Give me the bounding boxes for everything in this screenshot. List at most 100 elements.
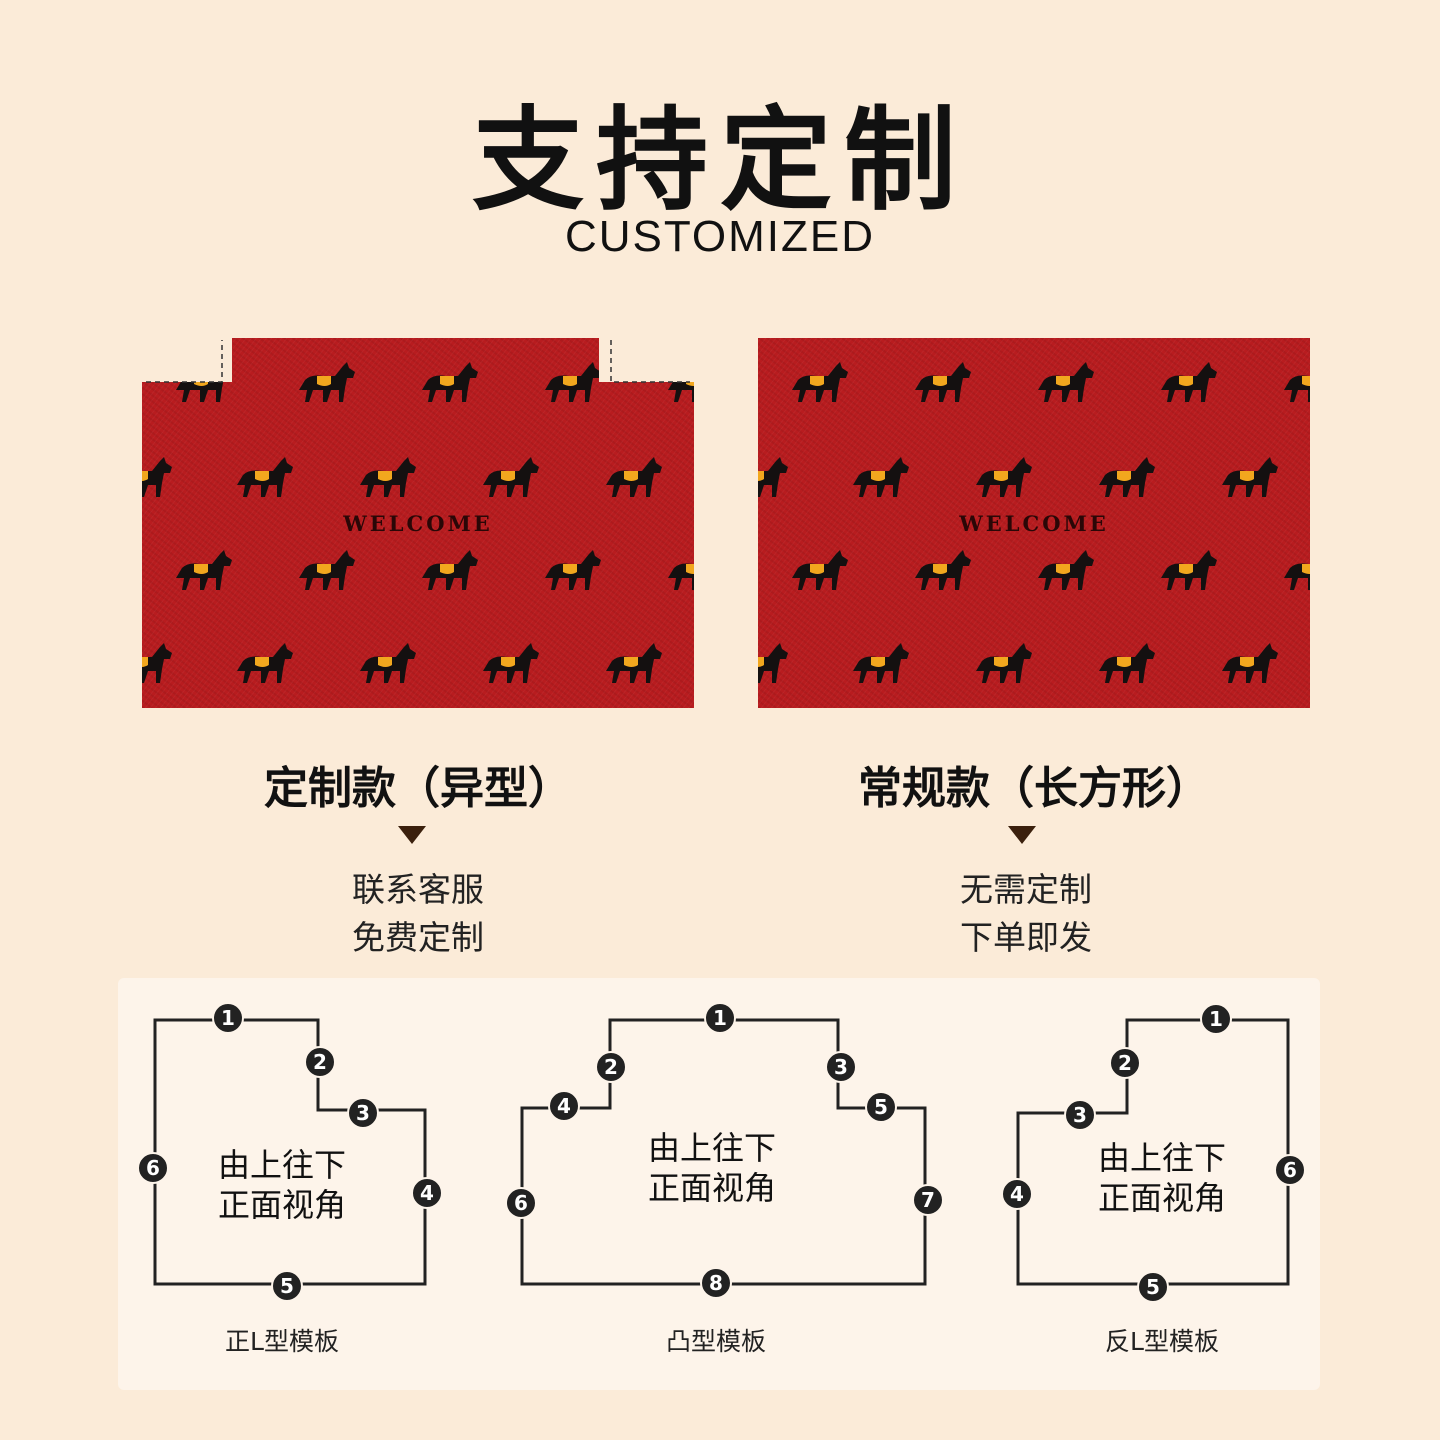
edge-number-label: 4: [1010, 1182, 1024, 1206]
edge-number-marker: [1200, 1003, 1232, 1035]
custom-option-label: 定制款（异型）: [264, 763, 572, 814]
note-line: 免费定制: [352, 918, 484, 957]
horse-icon: [1280, 360, 1310, 404]
edge-number-label: 4: [557, 1094, 571, 1118]
edge-number-marker: [912, 1184, 944, 1216]
view-direction-text: 由上往下 正面视角: [1098, 1139, 1227, 1217]
horse-icon: [356, 455, 420, 499]
edge-number-marker: [700, 1267, 732, 1299]
edge-number-marker: [212, 1002, 244, 1034]
horse-icon: [356, 641, 420, 685]
horse-icon: [418, 548, 482, 592]
mat-welcome-text: WELCOME: [343, 511, 493, 536]
edge-number-label: 2: [313, 1050, 327, 1074]
view-direction-text: 由上往下 正面视角: [218, 1146, 347, 1224]
horse-icon: [1034, 360, 1098, 404]
horse-icon: [972, 455, 1036, 499]
horse-icon: [788, 360, 852, 404]
horse-icon: [233, 455, 297, 499]
edge-number-marker: [1064, 1099, 1096, 1131]
rectangle-mat-image: WELCOME: [758, 338, 1310, 708]
horse-icon: [1034, 548, 1098, 592]
reverse-l-shape-outline: [1016, 1018, 1290, 1286]
edge-number-marker: [825, 1051, 857, 1083]
horse-icon: [1218, 455, 1282, 499]
edge-number-label: 5: [280, 1274, 294, 1298]
horse-icon: [664, 548, 694, 592]
down-arrow-icon: [398, 826, 426, 844]
regular-option-note: 无需定制 下单即发: [906, 866, 1146, 962]
horse-icon: [788, 548, 852, 592]
horse-icon: [172, 548, 236, 592]
edge-number-label: 3: [356, 1101, 370, 1125]
note-line: 无需定制: [960, 870, 1092, 909]
mat-welcome-text: WELCOME: [959, 511, 1109, 536]
edge-number-label: 6: [1283, 1158, 1297, 1182]
edge-number-label: 2: [1118, 1051, 1132, 1075]
edge-number-marker: [1137, 1271, 1169, 1303]
horse-icon: [911, 360, 975, 404]
horse-icon: [602, 641, 666, 685]
horse-icon: [479, 455, 543, 499]
down-arrow-icon: [1008, 826, 1036, 844]
template-name: 反L型模板: [1105, 1327, 1219, 1356]
note-line: 下单即发: [960, 918, 1092, 957]
edge-number-marker: [548, 1090, 580, 1122]
horse-icon: [541, 548, 605, 592]
horse-icon: [479, 641, 543, 685]
horse-icon: [1095, 641, 1159, 685]
edge-number-label: 4: [420, 1181, 434, 1205]
edge-number-marker: [411, 1177, 443, 1209]
horse-icon: [1280, 548, 1310, 592]
edge-number-label: 1: [713, 1006, 727, 1030]
horse-icon: [1157, 548, 1221, 592]
horse-icon: [142, 455, 176, 499]
edge-number-marker: [865, 1091, 897, 1123]
regular-option-label: 常规款（长方形）: [858, 763, 1210, 814]
horse-icon: [911, 548, 975, 592]
edge-number-marker: [1109, 1047, 1141, 1079]
edge-number-marker: [595, 1051, 627, 1083]
horse-icon: [142, 641, 176, 685]
template-name: 正L型模板: [225, 1327, 339, 1356]
edge-number-marker: [704, 1002, 736, 1034]
horse-icon: [602, 455, 666, 499]
edge-number-marker: [304, 1046, 336, 1078]
edge-number-marker: [271, 1270, 303, 1302]
horse-icon: [295, 360, 359, 404]
horse-icon: [972, 641, 1036, 685]
horse-icon: [849, 641, 913, 685]
horse-icon: [1157, 360, 1221, 404]
page-subtitle: CUSTOMIZED: [564, 212, 876, 261]
edge-number-marker: [137, 1152, 169, 1184]
edge-number-marker: [1274, 1154, 1306, 1186]
edge-number-label: 8: [709, 1271, 723, 1295]
custom-option-note: 联系客服 免费定制: [298, 866, 538, 962]
note-line: 联系客服: [352, 870, 484, 909]
edge-number-marker: [505, 1187, 537, 1219]
horse-icon: [1218, 641, 1282, 685]
horse-icon: [758, 641, 792, 685]
template-name: 凸型模板: [665, 1327, 766, 1356]
edge-number-label: 6: [146, 1156, 160, 1180]
horse-icon: [418, 360, 482, 404]
page-title: 支持定制: [472, 96, 968, 226]
horse-icon: [541, 360, 605, 404]
edge-number-label: 1: [1209, 1007, 1223, 1031]
edge-number-label: 1: [221, 1006, 235, 1030]
edge-number-label: 5: [874, 1095, 888, 1119]
view-direction-text: 由上往下 正面视角: [648, 1129, 777, 1207]
edge-number-marker: [1001, 1178, 1033, 1210]
edge-number-label: 5: [1146, 1275, 1160, 1299]
edge-number-marker: [347, 1097, 379, 1129]
l-shape-outline: [153, 1018, 427, 1286]
horse-icon: [295, 548, 359, 592]
horse-icon: [233, 641, 297, 685]
horse-icon: [849, 455, 913, 499]
horse-icon: [758, 455, 792, 499]
edge-number-label: 3: [1073, 1103, 1087, 1127]
edge-number-label: 2: [604, 1055, 618, 1079]
edge-number-label: 6: [514, 1191, 528, 1215]
horse-icon: [1095, 455, 1159, 499]
